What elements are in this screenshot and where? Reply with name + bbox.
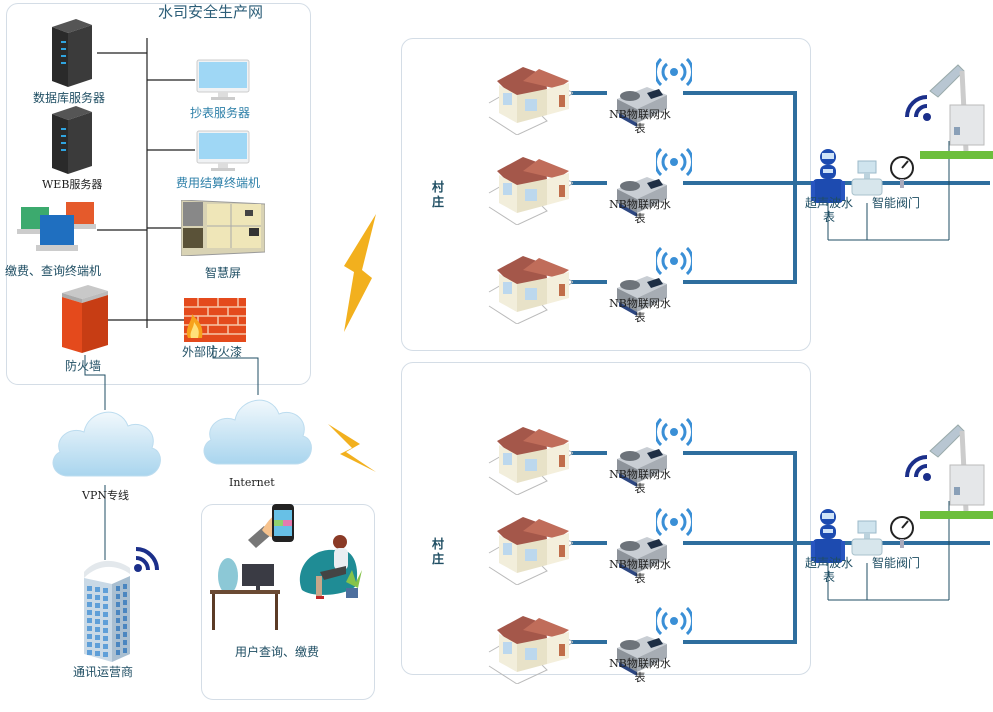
external-firewall-icon xyxy=(184,298,246,342)
lightning-icon xyxy=(328,424,376,472)
ultrasonic-meter-icon xyxy=(811,147,845,211)
carrier-label: 通讯运营商 xyxy=(73,665,134,679)
internet-label: Internet xyxy=(229,476,275,489)
wifi-icon xyxy=(134,547,159,572)
wifi-icon xyxy=(903,451,935,487)
signal-icon xyxy=(654,246,694,279)
wifi-icon xyxy=(903,91,935,127)
nb-water-meter-icon xyxy=(613,632,669,680)
village-panel-2 xyxy=(401,362,811,675)
ultrasonic-meter-icon xyxy=(811,507,845,571)
house-icon xyxy=(487,59,574,139)
nb-water-meter-icon xyxy=(613,443,669,491)
smart-valve-label: 智能阀门 xyxy=(872,556,921,570)
signal-icon xyxy=(654,507,694,540)
nb-meter-label: NB物联网水表 xyxy=(609,558,671,585)
nb-meter-label: NB物联网水表 xyxy=(609,198,671,225)
smart-valve-icon xyxy=(850,159,884,201)
ultrasonic-meter-label: 超声波水表 xyxy=(804,556,853,584)
house-icon xyxy=(487,248,574,328)
nb-water-meter-icon xyxy=(613,533,669,581)
firewall-icon xyxy=(62,285,108,353)
smart-valve-icon xyxy=(850,519,884,561)
ultrasonic-meter-label: 超声波水表 xyxy=(804,196,853,224)
company-network-title: 水司安全生产网 xyxy=(158,3,264,21)
solar-station-icon xyxy=(920,421,993,525)
nb-meter-label: NB物联网水表 xyxy=(609,108,671,135)
signal-icon xyxy=(654,417,694,450)
signal-icon xyxy=(654,57,694,90)
house-icon xyxy=(487,149,574,229)
smart-screen-icon xyxy=(181,200,265,256)
solar-station-icon xyxy=(920,61,993,165)
vpn-label: VPN专线 xyxy=(82,489,129,502)
query-terminal-icon xyxy=(17,202,96,251)
external-firewall-label: 外部防火漆 xyxy=(182,345,243,359)
db-server-label: 数据库服务器 xyxy=(33,91,106,105)
nb-water-meter-icon xyxy=(613,272,669,320)
query-terminal-label: 缴费、查询终端机 xyxy=(5,264,102,278)
signal-icon xyxy=(654,606,694,639)
village-label: 村 庄 xyxy=(432,537,445,566)
village-label: 村 庄 xyxy=(432,180,445,209)
billing-terminal-label: 费用结算终端机 xyxy=(176,176,261,190)
signal-icon xyxy=(654,147,694,180)
web-server-icon xyxy=(52,106,92,174)
nb-meter-label: NB物联网水表 xyxy=(609,657,671,684)
nb-water-meter-icon xyxy=(613,173,669,221)
nb-meter-label: NB物联网水表 xyxy=(609,297,671,324)
nb-meter-label: NB物联网水表 xyxy=(609,468,671,495)
pressure-gauge-icon xyxy=(888,155,916,193)
carrier-building-icon xyxy=(84,560,130,662)
meter-server-icon xyxy=(196,59,250,100)
db-server-icon xyxy=(52,19,92,87)
internet-cloud-icon xyxy=(203,399,312,465)
firewall-label: 防火墙 xyxy=(65,359,102,373)
smart-valve-label: 智能阀门 xyxy=(872,196,921,210)
lightning-icon xyxy=(344,214,376,332)
smart-screen-label: 智慧屏 xyxy=(205,266,242,280)
house-icon xyxy=(487,608,574,688)
pressure-gauge-icon xyxy=(888,515,916,553)
billing-terminal-icon xyxy=(196,130,250,171)
vpn-cloud-icon xyxy=(52,411,161,477)
meter-server-label: 抄表服务器 xyxy=(190,106,251,120)
web-server-label: WEB服务器 xyxy=(42,178,103,191)
user-panel-label: 用户查询、缴费 xyxy=(235,645,320,659)
village-panel-1 xyxy=(401,38,811,351)
house-icon xyxy=(487,419,574,499)
house-icon xyxy=(487,509,574,589)
nb-water-meter-icon xyxy=(613,83,669,131)
user-scene-illustration xyxy=(210,504,362,630)
